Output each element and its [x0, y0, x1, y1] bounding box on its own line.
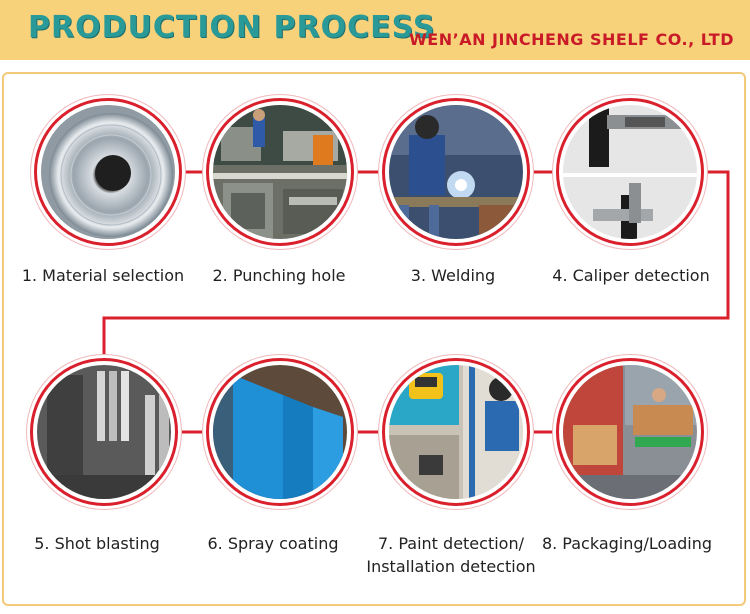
- header-banner: PRODUCTION PROCESS WEN’AN JINCHENG SHELF…: [0, 0, 750, 60]
- step-6-label: 6. Spray coating: [207, 534, 339, 553]
- step-6-photo: [206, 358, 354, 506]
- page-title: PRODUCTION PROCESS: [28, 10, 436, 45]
- step-7-photo: [382, 358, 530, 506]
- step-4-photo: [556, 98, 704, 246]
- content-frame: [2, 72, 746, 606]
- step-2-photo: [206, 98, 354, 246]
- punching-workshop-icon: [213, 105, 347, 239]
- step-4-label: 4. Caliper detection: [552, 266, 710, 285]
- step-1-photo: [34, 98, 182, 246]
- welder-icon: [389, 105, 523, 239]
- step-7-label-line1: 7. Paint detection/: [378, 534, 524, 553]
- step-5-label: 5. Shot blasting: [34, 534, 160, 553]
- company-name: WEN’AN JINCHENG SHELF CO., LTD: [409, 30, 734, 49]
- step-7-label-line2: Installation detection: [366, 557, 536, 576]
- blue-coated-panels-icon: [213, 365, 347, 499]
- step-5-photo: [30, 358, 178, 506]
- caliper-icon: [563, 105, 697, 239]
- step-2-label: 2. Punching hole: [212, 266, 346, 285]
- step-7-label: 7. Paint detection/ Installation detecti…: [356, 532, 546, 578]
- step-8-photo: [556, 358, 704, 506]
- container-loading-icon: [563, 365, 697, 499]
- step-8-label: 8. Packaging/Loading: [541, 534, 713, 553]
- shot-blasting-machine-icon: [37, 365, 171, 499]
- step-3-photo: [382, 98, 530, 246]
- steel-coil-icon: [41, 105, 175, 239]
- step-3-label: 3. Welding: [410, 266, 496, 285]
- step-1-label: 1. Material selection: [21, 266, 185, 285]
- paint-gauge-and-installation-icon: [389, 365, 523, 499]
